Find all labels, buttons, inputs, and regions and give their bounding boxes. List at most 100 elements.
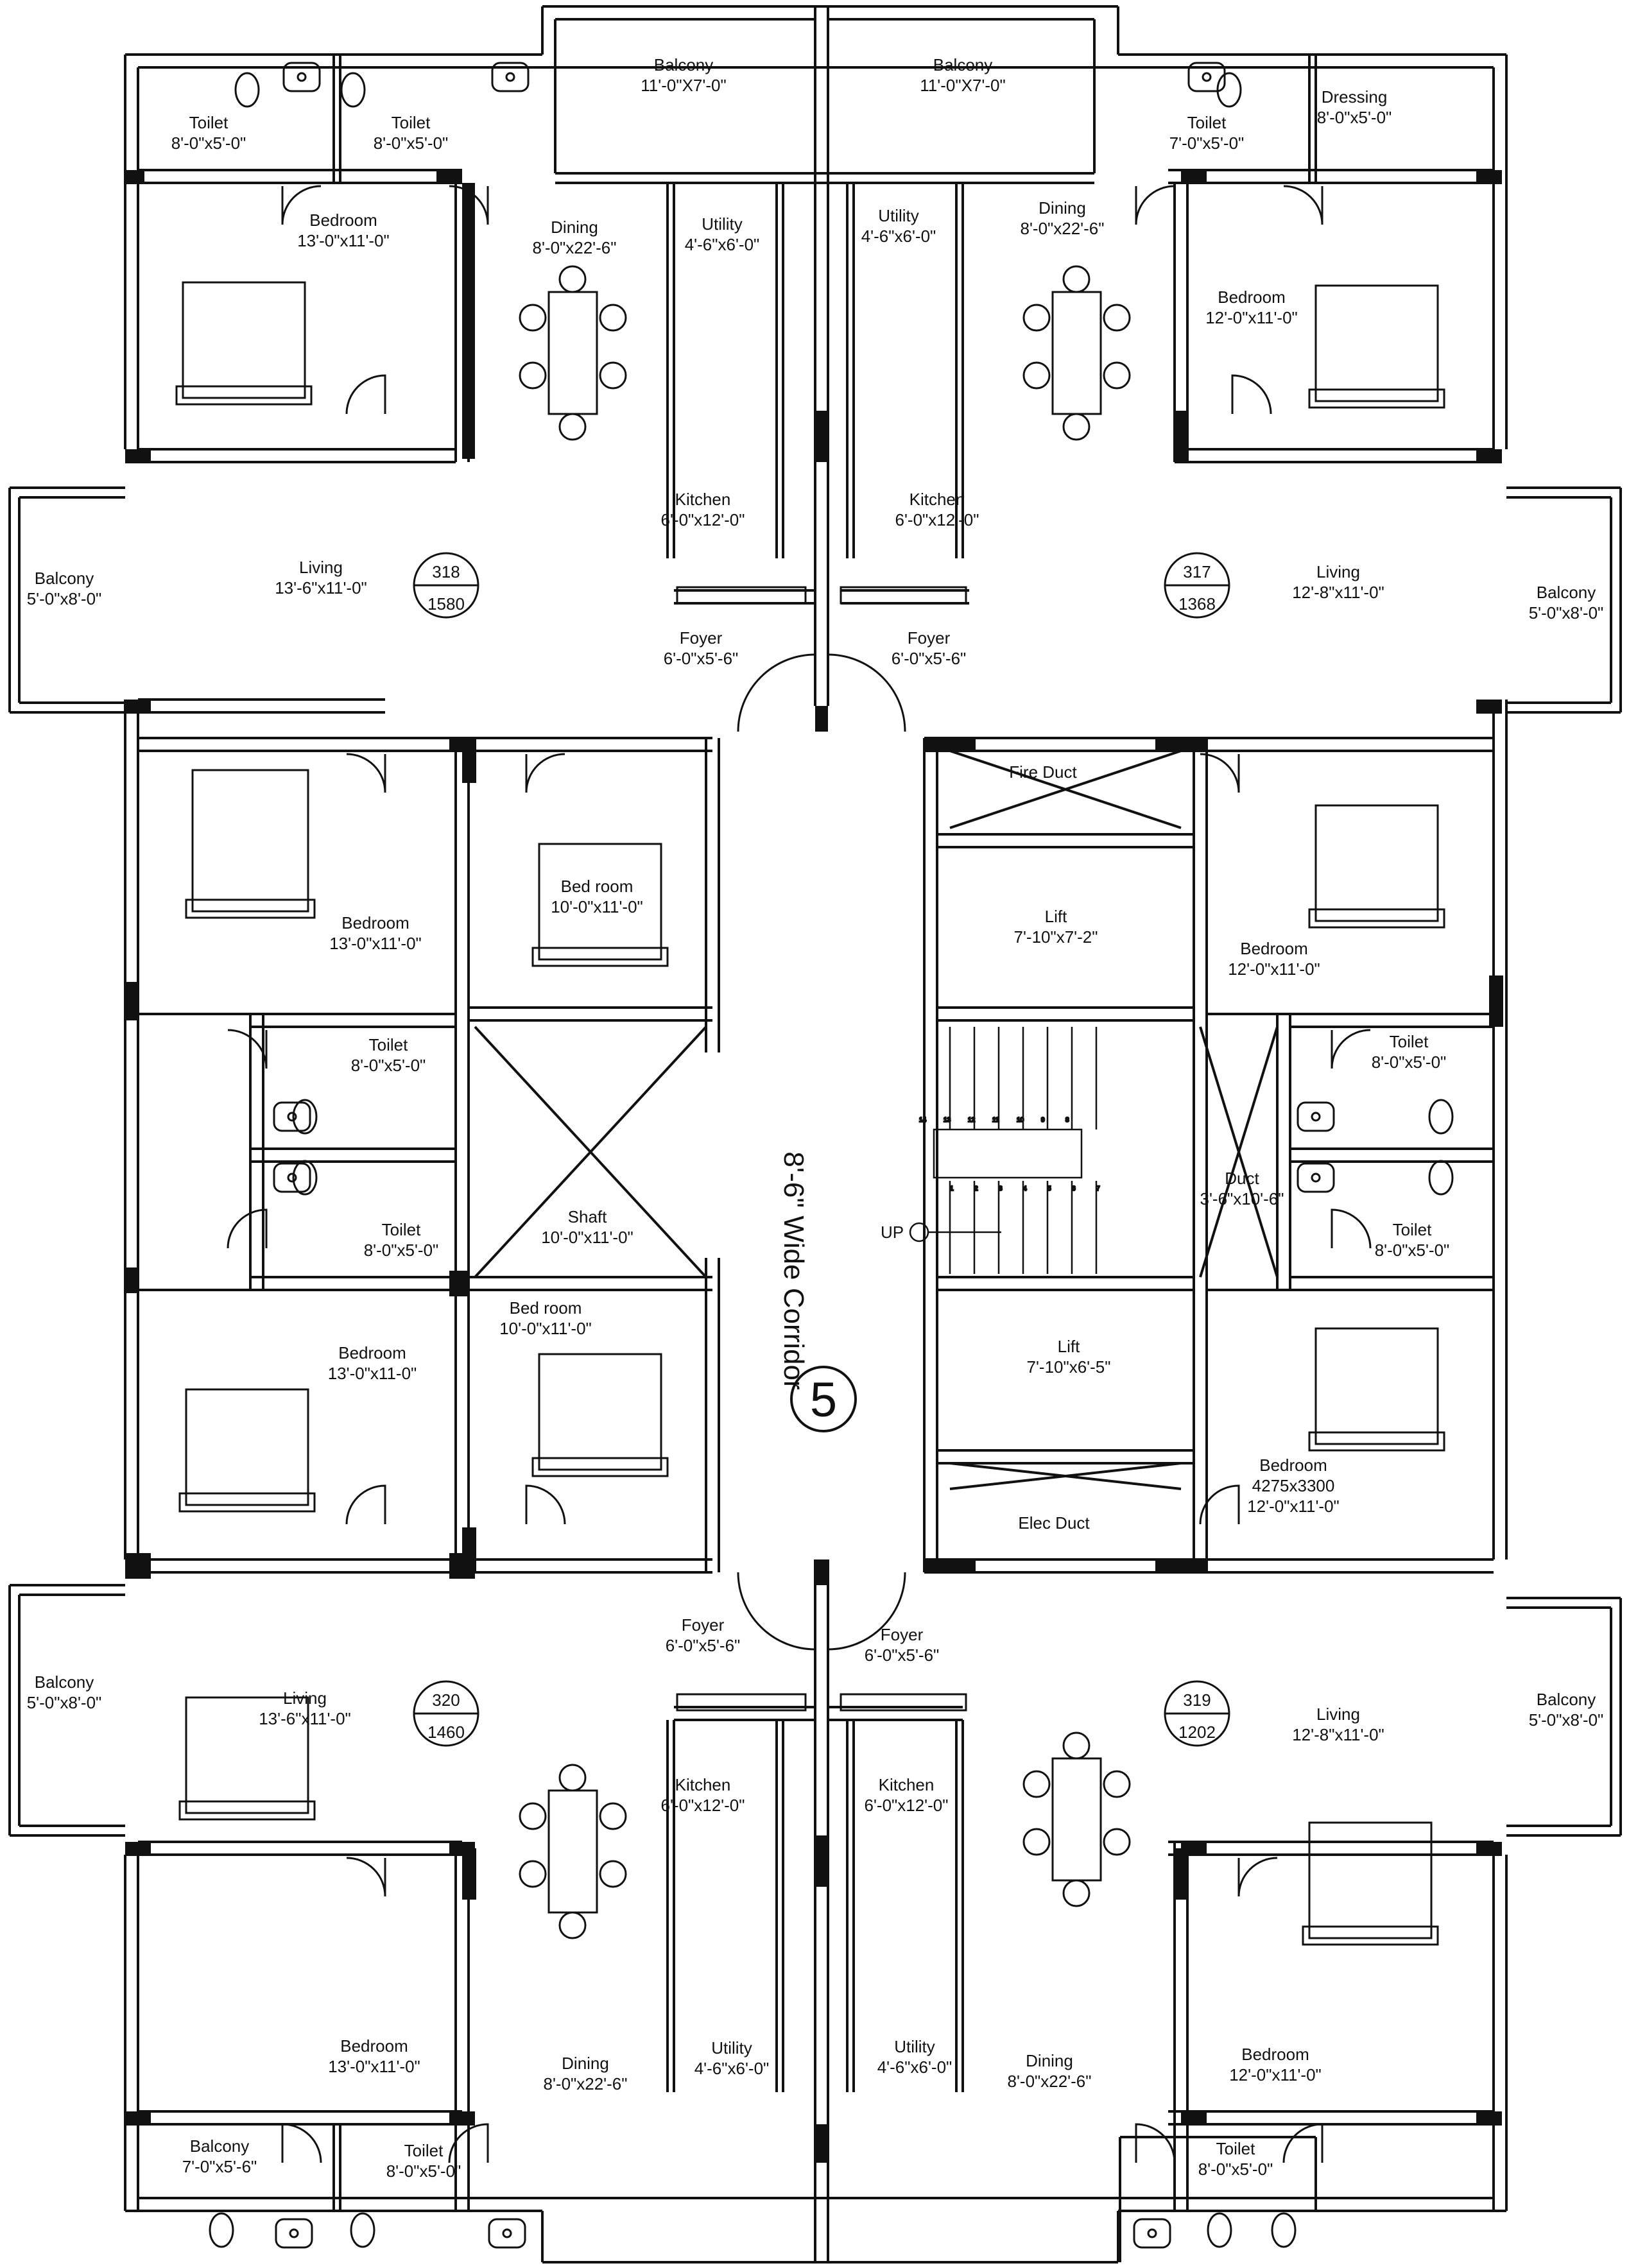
sink-drain — [1147, 2228, 1157, 2238]
dining-chair — [519, 361, 547, 390]
sink — [282, 62, 321, 92]
room-dimension: 8'-0"x22'-6" — [1020, 219, 1104, 238]
corridor-label: 8'-6" Wide Corridor — [778, 1151, 809, 1389]
room-dimension: 12'-0"x11'-0" — [1205, 308, 1298, 327]
bed — [191, 769, 309, 913]
room-name: Bed room — [561, 877, 634, 896]
room-dimension: 10'-0"x11'-0" — [551, 897, 643, 916]
room-name: Dining — [562, 2054, 609, 2073]
bed-headboard — [175, 385, 313, 406]
bed — [182, 281, 306, 399]
toilet-bowl — [292, 1160, 318, 1196]
column — [1476, 449, 1502, 463]
column — [1489, 975, 1503, 1027]
bed-headboard — [531, 947, 669, 967]
kitchen-counter — [840, 1693, 967, 1712]
stair-step-number: 11 — [992, 1117, 999, 1124]
room-name: Bedroom — [309, 210, 377, 230]
column — [815, 706, 828, 732]
dining-chair — [599, 361, 627, 390]
sink-drain — [297, 72, 307, 82]
room-dimension: 13'-6"x11'-0" — [259, 1709, 351, 1728]
column — [449, 2111, 475, 2126]
column — [125, 170, 144, 184]
room-dimension: 6'-0"x5'-6" — [664, 649, 739, 668]
door-swing — [1237, 1857, 1278, 1897]
column — [815, 2124, 828, 2163]
room-name: Fire Duct — [1009, 762, 1077, 782]
toilet-bowl — [1207, 2212, 1232, 2248]
column — [1476, 700, 1502, 714]
room-dimension: 8'-0"x5'-0" — [374, 133, 449, 153]
room-dimension: 12'-0"x11'-0" — [1229, 2065, 1322, 2084]
column — [125, 1842, 151, 1856]
dining-chair — [558, 1764, 587, 1792]
sink-drain — [287, 1173, 297, 1183]
sink-drain — [505, 72, 515, 82]
room-dimension: 5'-0"x8'-0" — [27, 1693, 102, 1712]
room-name: Balcony — [35, 1672, 94, 1692]
floor-number: 5 — [810, 1373, 837, 1427]
stair-step-number: 6 — [1072, 1185, 1076, 1192]
room-dimension: 13'-0"x11-0" — [328, 1364, 417, 1383]
room-name: Duct — [1225, 1169, 1259, 1188]
room-name: Bedroom — [341, 913, 409, 932]
room-dimension: 7'-10"x6'-5" — [1026, 1357, 1110, 1377]
room-dimension: 3'-6"x10'-6" — [1200, 1189, 1284, 1208]
room-name: Balcony — [933, 55, 993, 74]
sink — [1297, 1162, 1335, 1193]
door-swing — [449, 185, 489, 225]
column — [462, 183, 475, 459]
toilet-bowl — [340, 72, 366, 108]
sink-drain — [1202, 72, 1212, 82]
room-name: Elec Duct — [1018, 1513, 1090, 1533]
sink-drain — [1311, 1112, 1321, 1122]
room-name: Kitchen — [675, 490, 731, 509]
room-dimension: 8'-0"x5'-0" — [1375, 1241, 1450, 1260]
room-dimension: 12'-8"x11'-0" — [1292, 583, 1384, 602]
door-swing — [346, 1857, 386, 1897]
room-dimension: 4'-6"x6'-0" — [694, 2059, 770, 2078]
room-dimension: 4'-6"x6'-0" — [861, 227, 936, 246]
dining-chair — [1022, 1828, 1051, 1856]
bed-headboard — [1308, 1431, 1445, 1452]
kitchen-counter — [676, 586, 807, 605]
sink — [273, 1101, 311, 1132]
door-swing — [525, 1484, 566, 1525]
room-name: Lift — [1058, 1337, 1080, 1356]
room-name: Balcony — [190, 2136, 250, 2156]
room-dimension: 6'-0"x5'-6" — [666, 1636, 741, 1655]
column — [1181, 170, 1207, 184]
room-name: Utility — [894, 2037, 935, 2056]
room-name: Foyer — [881, 1625, 924, 1644]
toilet-bowl — [234, 72, 260, 108]
dining-chair — [599, 1860, 627, 1888]
room-name: Kitchen — [909, 490, 965, 509]
sink-drain — [287, 1112, 297, 1122]
dining-chair — [558, 413, 587, 441]
corridor-door-swing — [737, 1572, 816, 1651]
room-name: Balcony — [654, 55, 714, 74]
unit-number: 319 — [1183, 1690, 1211, 1710]
toilet-bowl — [1216, 72, 1242, 108]
dining-chair — [1103, 361, 1131, 390]
door-swing — [1283, 185, 1323, 225]
column — [125, 2111, 151, 2126]
toilet-bowl — [1428, 1099, 1454, 1135]
sink — [275, 2218, 313, 2249]
sink-drain — [289, 2228, 299, 2238]
room-dimension: 7'-0"x5'-0" — [1169, 133, 1245, 153]
door-swing — [346, 753, 386, 793]
door-swing — [227, 1208, 268, 1249]
room-name: Utility — [878, 206, 919, 225]
column — [125, 1553, 151, 1579]
bed-headboard — [178, 1492, 316, 1513]
room-name: Toilet — [1393, 1220, 1432, 1239]
room-name: Bedroom — [340, 2036, 408, 2056]
door-swing — [1135, 185, 1175, 225]
room-name: Toilet — [369, 1035, 408, 1054]
column — [815, 1559, 828, 1585]
room-dimension: 11'-0"X7'-0" — [920, 76, 1005, 95]
dining-chair — [1022, 304, 1051, 332]
room-name: Toilet — [1216, 2139, 1255, 2158]
